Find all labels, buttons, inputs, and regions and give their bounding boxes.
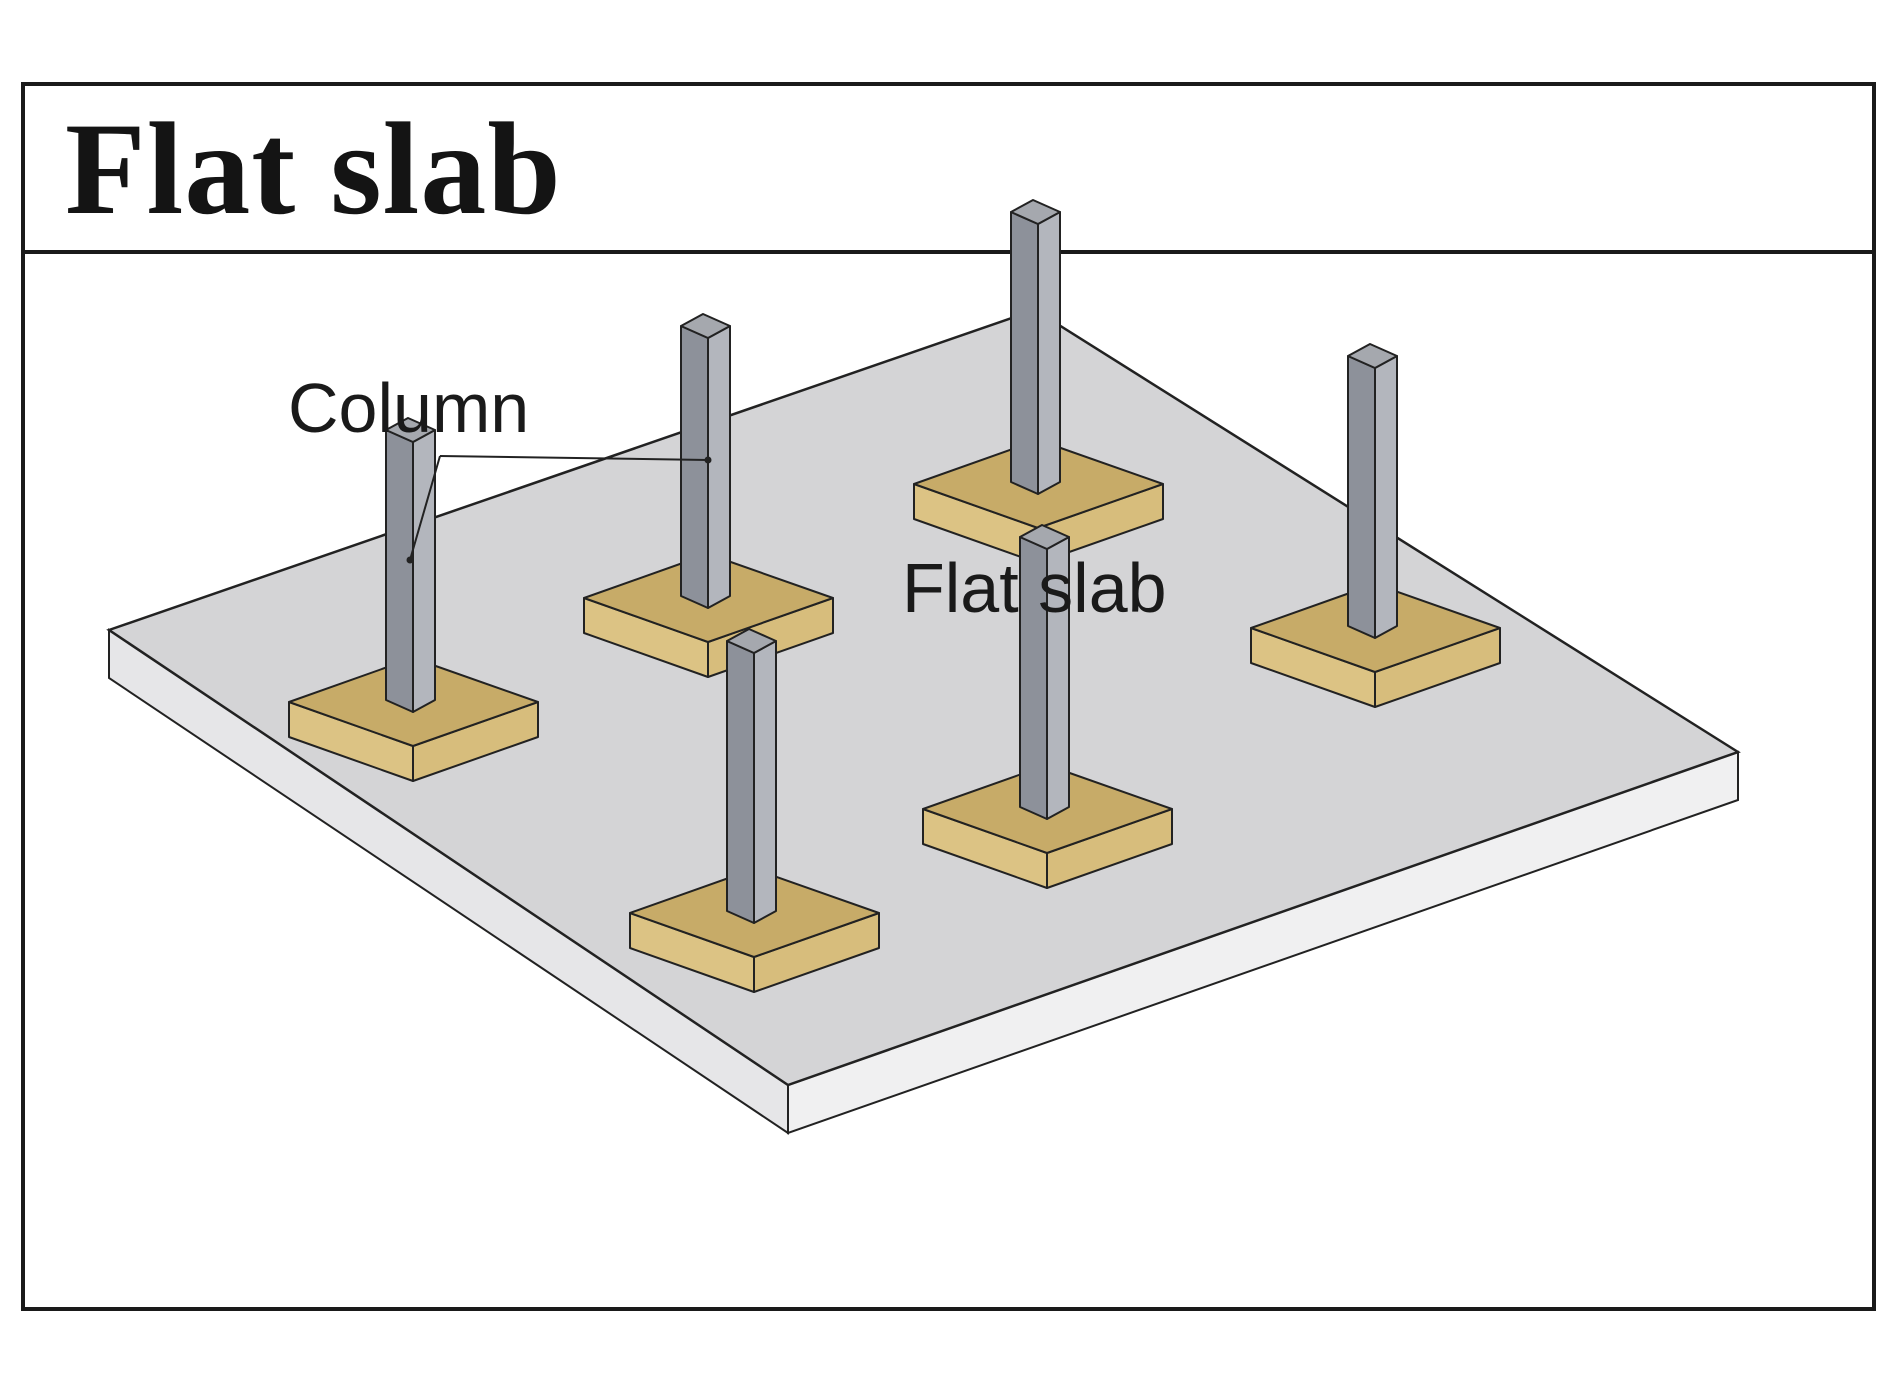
column-leader-line-2	[439, 455, 709, 461]
diagram-title: Flat slab	[65, 95, 562, 242]
column-with-drop-panel	[913, 199, 1164, 564]
column-label: Column	[288, 369, 529, 447]
column-top-face	[680, 313, 731, 339]
title-bar: Flat slab	[25, 86, 1872, 254]
column-left-face	[680, 325, 709, 609]
column-top-face	[1347, 343, 1398, 369]
column-left-face	[1010, 211, 1039, 495]
column-right-face	[1037, 211, 1061, 495]
column-with-drop-panel	[288, 417, 539, 782]
column-leader-line-1	[409, 455, 441, 561]
column-top-face	[385, 417, 436, 443]
column-right-face	[1374, 355, 1398, 639]
column-leader-dot-2	[704, 456, 712, 464]
column-left-face	[726, 640, 755, 924]
column-with-drop-panel	[583, 313, 834, 678]
column-right-face	[412, 429, 436, 713]
columns-layer	[288, 199, 1501, 993]
column-with-drop-panel	[1250, 343, 1501, 708]
column-with-drop-panel	[922, 524, 1173, 889]
column-right-face	[707, 325, 731, 609]
column-top-face	[1010, 199, 1061, 225]
column-leader-dot-1	[406, 556, 414, 564]
column-top-face	[1019, 524, 1070, 550]
column-leader-lines	[406, 455, 712, 564]
column-top-face	[726, 628, 777, 654]
flat-slab-label: Flat slab	[902, 549, 1167, 627]
column-left-face	[1347, 355, 1376, 639]
column-left-face	[385, 429, 414, 713]
column-with-drop-panel	[629, 628, 880, 993]
column-right-face	[753, 640, 777, 924]
flat-slab	[106, 308, 1741, 1135]
